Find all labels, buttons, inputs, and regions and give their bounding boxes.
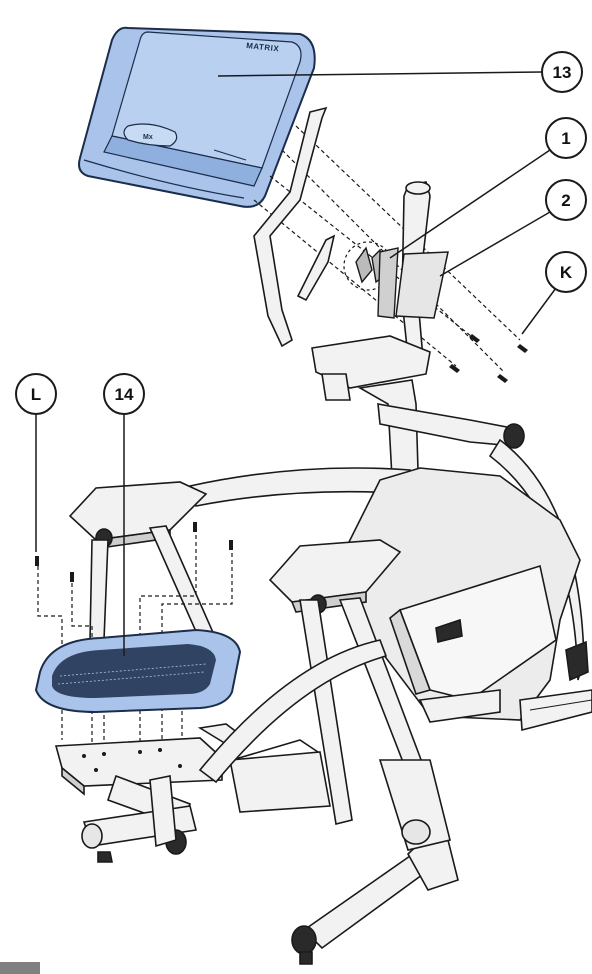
callout-k: K	[545, 251, 587, 293]
callout-1-label: 1	[561, 129, 570, 148]
console-button	[123, 123, 178, 147]
callout-l-label: L	[31, 385, 41, 404]
callout-13-label: 13	[553, 63, 572, 82]
console-part-13: Mx MATRIX	[78, 26, 316, 208]
console-brand-text: MATRIX	[246, 41, 280, 53]
callout-2: 2	[545, 179, 587, 221]
callout-14: 14	[103, 373, 145, 415]
callout-2-label: 2	[561, 191, 570, 210]
callout-l: L	[15, 373, 57, 415]
mounting-plate-part-2	[395, 251, 449, 319]
callout-13: 13	[541, 51, 583, 93]
page-marker	[0, 962, 40, 974]
callout-14-label: 14	[115, 385, 134, 404]
base-rail	[291, 759, 459, 965]
screws-k	[449, 334, 528, 383]
left-pedal-base	[54, 723, 252, 796]
main-frame	[188, 335, 592, 732]
console-logo-text: Mx	[143, 134, 153, 141]
alignment-lines-console	[253, 125, 521, 373]
footpad-part-14	[34, 628, 242, 714]
screws-l	[35, 522, 233, 582]
lower-linkage	[81, 639, 388, 863]
callout-1: 1	[545, 117, 587, 159]
callout-k-label: K	[560, 263, 573, 282]
